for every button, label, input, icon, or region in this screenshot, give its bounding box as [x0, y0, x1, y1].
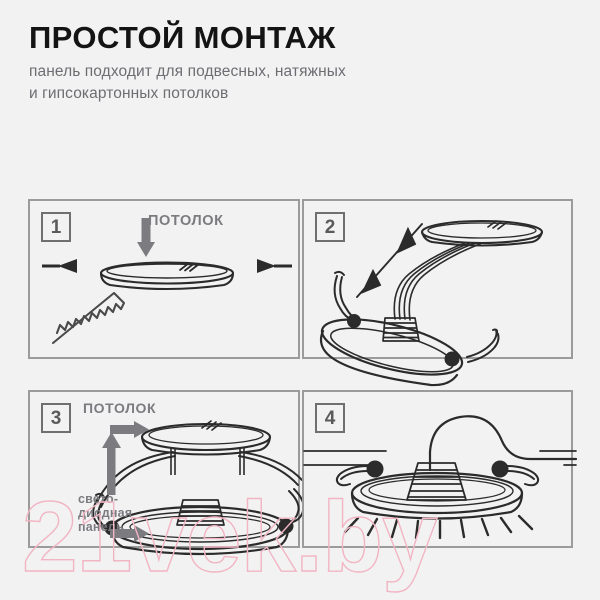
step-1-illustration [42, 218, 292, 345]
gray-arrows-3 [102, 421, 149, 542]
led-panel-label: свето- диодная панель [78, 492, 170, 534]
step-number-box-4: 4 [315, 403, 345, 433]
step-number-3: 3 [50, 407, 62, 429]
step-panel-2: 2 [302, 199, 573, 387]
page-subtitle-line-1: панель подходит для подвесных, натяжных [29, 62, 346, 80]
step-number-box-3: 3 [41, 403, 71, 433]
step-number-box-2: 2 [315, 212, 345, 242]
ceiling-label-1: ПОТОЛОК [148, 213, 224, 229]
page-title: ПРОСТОЙ МОНТАЖ [29, 20, 336, 55]
led-panel-label-line-1: свето- [78, 492, 119, 506]
light-rays [343, 514, 534, 540]
step-panel-4: 4 [302, 390, 578, 548]
step-3-illustration [92, 420, 305, 556]
step-panel-3: 3 ПОТОЛОК свето- диодная панель [28, 390, 305, 556]
header-block: ПРОСТОЙ МОНТАЖ панель подходит для подве… [29, 20, 569, 105]
step-panel-1: 1 ПОТОЛОК [28, 199, 300, 359]
step-number-4: 4 [324, 407, 336, 429]
step-2-illustration [319, 219, 544, 387]
ceiling-label-3: ПОТОЛОК [83, 400, 157, 416]
steps-grid: 1 ПОТОЛОК [28, 199, 578, 556]
step-number-box-1: 1 [41, 212, 71, 242]
page-subtitle-line-2: и гипсокартонных потолков [29, 84, 229, 102]
led-panel-label-line-3: панель [78, 520, 124, 534]
step-4-illustration [303, 415, 578, 540]
down-arrow-shape [137, 218, 155, 257]
step-number-2: 2 [324, 216, 336, 238]
led-panel-label-line-2: диодная [78, 506, 133, 520]
step-number-1: 1 [50, 216, 62, 238]
page-subtitle: панель подходит для подвесных, натяжных … [29, 61, 569, 105]
